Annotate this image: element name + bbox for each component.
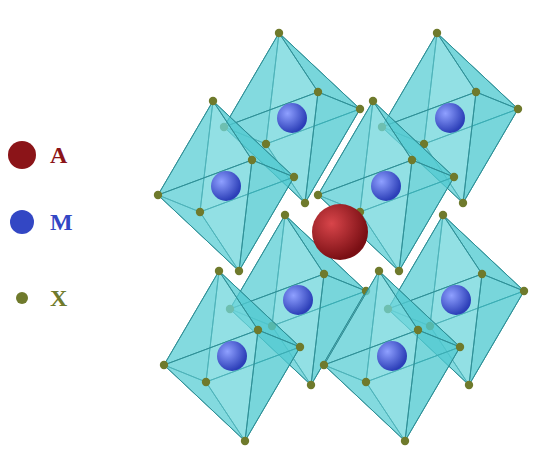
x-atom (154, 191, 162, 199)
x-atom (254, 326, 262, 334)
mx6-octahedron (320, 267, 464, 445)
x-atom (369, 97, 377, 105)
legend-swatch (8, 141, 36, 169)
m-atom (283, 285, 313, 315)
m-atom (211, 171, 241, 201)
x-atom (248, 156, 256, 164)
legend-label: A (50, 143, 67, 167)
m-atom (435, 103, 465, 133)
octahedron-face (158, 160, 252, 271)
x-atom (320, 361, 328, 369)
x-atom (320, 270, 328, 278)
legend-entry: M (9, 207, 73, 237)
x-atom (235, 267, 243, 275)
mx6-octahedron (154, 97, 298, 275)
legend-entry: X (15, 283, 67, 313)
x-atom (472, 88, 480, 96)
x-atom (439, 211, 447, 219)
legend-label: X (50, 286, 67, 310)
x-atom (456, 343, 464, 351)
x-atom (401, 437, 409, 445)
x-atom (375, 267, 383, 275)
x-atom (215, 267, 223, 275)
x-atom (465, 381, 473, 389)
x-atom (356, 105, 364, 113)
legend-swatch (10, 210, 34, 234)
x-atom (314, 88, 322, 96)
legend-entry: A (8, 140, 67, 170)
x-atom (281, 211, 289, 219)
m-atom (377, 341, 407, 371)
x-atom (450, 173, 458, 181)
x-atom (459, 199, 467, 207)
x-atom (520, 287, 528, 295)
x-atom (160, 361, 168, 369)
x-atom (209, 97, 217, 105)
x-atom (514, 105, 522, 113)
x-atom (262, 140, 270, 148)
x-atom (362, 378, 370, 386)
x-atom (395, 267, 403, 275)
a-cation (312, 204, 368, 260)
x-atom (301, 199, 309, 207)
m-atom (441, 285, 471, 315)
x-atom (408, 156, 416, 164)
x-atom (202, 378, 210, 386)
legend-label: M (50, 210, 73, 234)
x-atom (290, 173, 298, 181)
octahedron-face (324, 330, 418, 441)
x-atom (296, 343, 304, 351)
x-atom (478, 270, 486, 278)
mx6-octahedron (160, 267, 304, 445)
m-atom (371, 171, 401, 201)
legend-swatch (16, 292, 28, 304)
x-atom (314, 191, 322, 199)
m-atom (217, 341, 247, 371)
m-atom (277, 103, 307, 133)
x-atom (196, 208, 204, 216)
x-atom (241, 437, 249, 445)
x-atom (275, 29, 283, 37)
x-atom (307, 381, 315, 389)
octahedron-face (164, 330, 258, 441)
x-atom (433, 29, 441, 37)
x-atom (414, 326, 422, 334)
